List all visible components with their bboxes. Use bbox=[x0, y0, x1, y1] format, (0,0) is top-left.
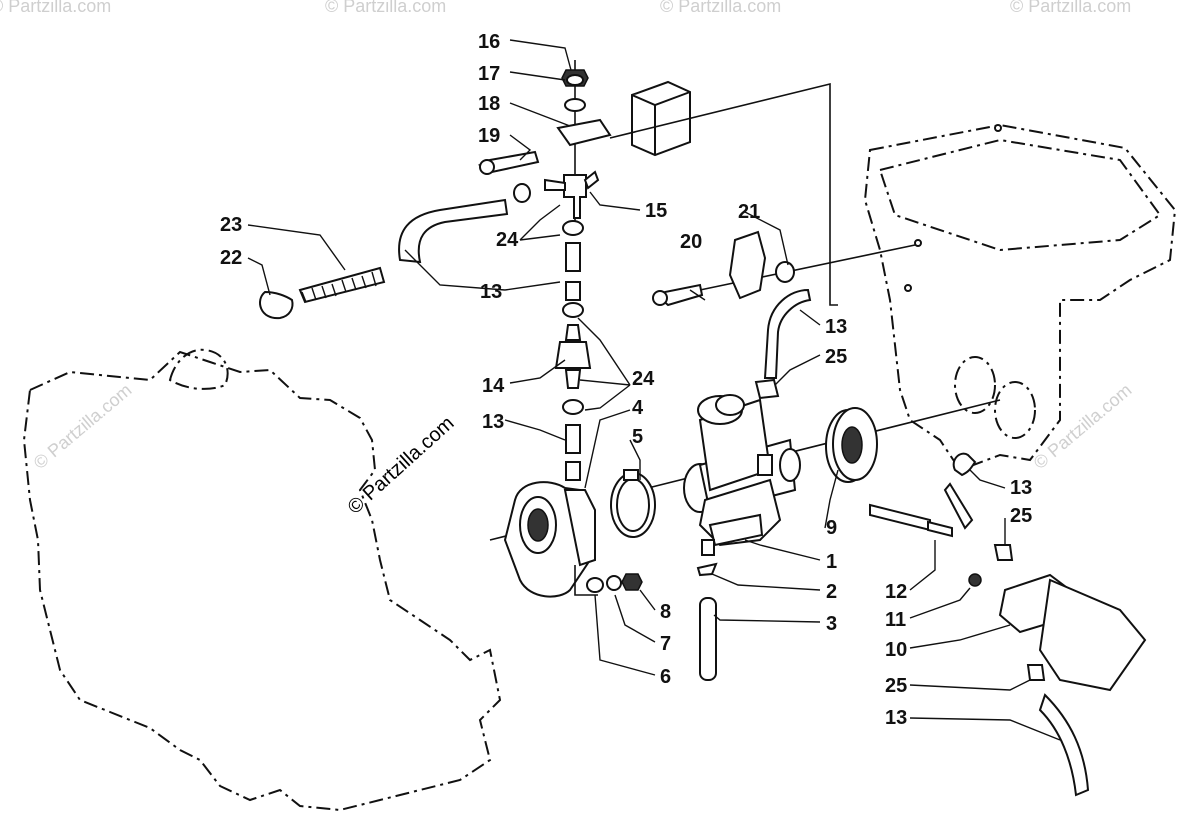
leader-lines bbox=[247, 39, 1061, 741]
callout-15: 15 bbox=[645, 200, 667, 222]
callout-24: 24 bbox=[496, 229, 519, 251]
drain-tube bbox=[696, 562, 718, 681]
callout-13: 13 bbox=[480, 281, 502, 303]
callout-25: 25 bbox=[825, 346, 847, 368]
callout-25: 25 bbox=[885, 675, 907, 697]
callout-13: 13 bbox=[825, 316, 847, 338]
callout-4: 4 bbox=[632, 397, 644, 419]
callout-22: 22 bbox=[220, 247, 242, 269]
airbox bbox=[863, 123, 1177, 472]
callout-10: 10 bbox=[885, 639, 907, 661]
callout-16: 16 bbox=[478, 31, 500, 53]
vent-hose-upper bbox=[754, 288, 812, 400]
callout-3: 3 bbox=[826, 613, 837, 635]
fuel-pump-assembly bbox=[869, 452, 1147, 797]
callout-25: 25 bbox=[1010, 505, 1032, 527]
callouts: 16 17 18 19 15 24 13 23 22 21 20 14 24 1… bbox=[220, 31, 1032, 729]
air-intake-boot bbox=[825, 407, 878, 483]
callout-12: 12 bbox=[885, 581, 907, 603]
faint-watermark: © Partzilla.com bbox=[325, 0, 446, 16]
fuel-valve-mount bbox=[477, 60, 838, 306]
callout-1: 1 bbox=[826, 551, 837, 573]
faint-watermark: © Partzilla.com bbox=[1010, 0, 1131, 16]
faint-watermark: © Partzilla.com bbox=[0, 0, 111, 16]
intake-flange bbox=[489, 399, 1001, 598]
callout-24: 24 bbox=[632, 368, 655, 390]
callout-2: 2 bbox=[826, 581, 837, 603]
callout-11: 11 bbox=[885, 609, 906, 631]
mounting-bracket bbox=[631, 80, 691, 157]
callout-13: 13 bbox=[885, 707, 907, 729]
callout-21: 21 bbox=[738, 201, 760, 223]
screw-and-spacer bbox=[652, 230, 916, 307]
callout-23: 23 bbox=[220, 214, 242, 236]
callout-18: 18 bbox=[478, 93, 500, 115]
callout-13: 13 bbox=[482, 411, 504, 433]
callout-7: 7 bbox=[660, 633, 671, 655]
carburetor bbox=[683, 394, 801, 556]
fuel-filter-line bbox=[554, 220, 592, 481]
fuel-shutoff-valve bbox=[544, 170, 600, 219]
faint-watermark: © Partzilla.com bbox=[660, 0, 781, 16]
callout-5: 5 bbox=[632, 426, 643, 448]
callout-8: 8 bbox=[660, 601, 671, 623]
callout-9: 9 bbox=[826, 517, 837, 539]
engine-outline bbox=[22, 350, 502, 812]
hose-clamp bbox=[610, 469, 656, 538]
callout-19: 19 bbox=[478, 125, 500, 147]
partzilla-watermark: © Partzilla.com bbox=[344, 412, 459, 519]
callout-6: 6 bbox=[660, 666, 671, 688]
callout-17: 17 bbox=[478, 63, 500, 85]
callout-20: 20 bbox=[680, 231, 702, 253]
faint-watermark: © Partzilla.com bbox=[1030, 380, 1136, 473]
faint-watermark: © Partzilla.com bbox=[30, 380, 136, 473]
callout-13: 13 bbox=[1010, 477, 1032, 499]
callout-14: 14 bbox=[482, 375, 505, 397]
fuel-lines-left bbox=[259, 183, 531, 320]
engine-cylinder-head bbox=[168, 348, 229, 390]
